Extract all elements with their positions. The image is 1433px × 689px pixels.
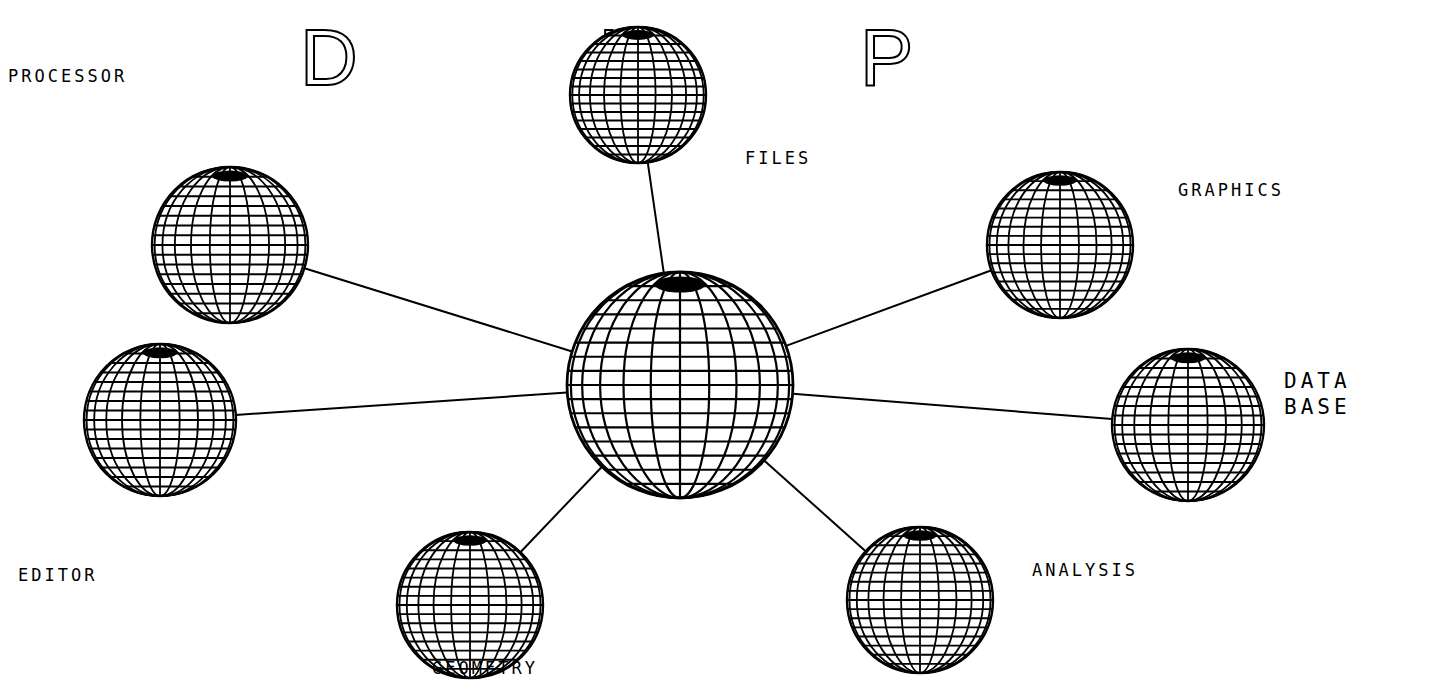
connector-line — [764, 460, 865, 551]
globe-icon — [568, 25, 708, 165]
globe-node: GEOMETRY — [395, 530, 545, 680]
globe-icon — [845, 525, 995, 675]
label-holder: FILES — [745, 148, 811, 169]
globe-label: EDITOR — [18, 565, 97, 586]
label-holder: ANALYSIS — [1032, 560, 1138, 581]
connector-line — [786, 270, 991, 346]
globe-label: GEOMETRY — [432, 658, 538, 679]
label-holder: EDITOR — [18, 565, 97, 586]
globe-label: FILES — [745, 148, 811, 169]
title: DIP — [300, 12, 1153, 104]
globe-icon — [395, 530, 545, 680]
label-holder: DATA BASE — [1284, 368, 1404, 421]
globe-icon — [985, 170, 1135, 320]
globe-icon — [565, 270, 795, 500]
label-holder: PROCESSOR — [8, 66, 127, 87]
globe-label: PROCESSOR — [8, 66, 127, 87]
globe-label: DATA BASE — [1284, 368, 1404, 421]
globe-icon — [1110, 347, 1266, 503]
globe-node: PROCESSOR — [150, 165, 310, 325]
connector-line — [648, 162, 664, 273]
connector-line — [520, 467, 602, 552]
connector-line — [304, 268, 572, 351]
label-holder: GRAPHICS — [1178, 180, 1284, 201]
globe-label: ANALYSIS — [1032, 560, 1138, 581]
globe-node: DATA BASE — [1110, 347, 1266, 503]
globe-node: EDITOR — [82, 342, 238, 498]
globe-icon — [150, 165, 310, 325]
connector-line — [793, 394, 1113, 419]
connector-line — [236, 393, 567, 415]
globe-icon — [82, 342, 238, 498]
label-holder: GEOMETRY — [432, 658, 538, 679]
globe-node: GRAPHICS — [985, 170, 1135, 320]
globe-node: FILES — [568, 25, 708, 165]
globe-node: ANALYSIS — [845, 525, 995, 675]
globe-label: GRAPHICS — [1178, 180, 1284, 201]
globe-node — [565, 270, 795, 500]
